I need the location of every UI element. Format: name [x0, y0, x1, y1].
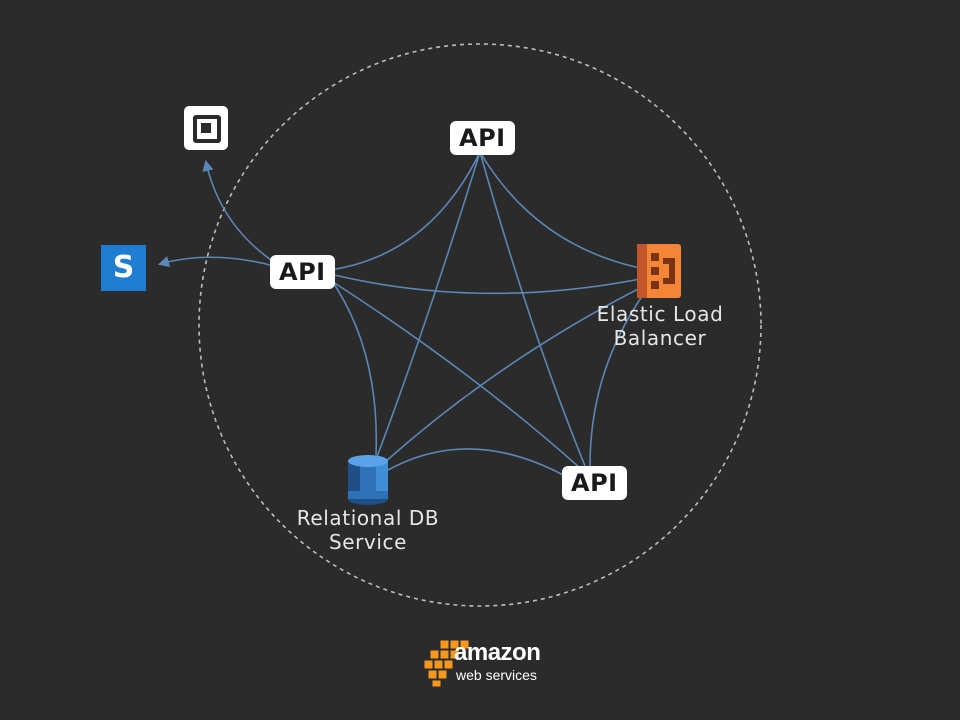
edge-elb-api-bottom [589, 291, 646, 467]
elastic-load-balancer-icon [637, 244, 681, 298]
edge-api-top-elb [479, 151, 641, 269]
api-node-top: API [450, 121, 515, 155]
edge-api-top-rds [374, 151, 481, 463]
square-logo-dot [201, 123, 211, 133]
edge-api-left-rds [329, 277, 378, 456]
elb-label-line1: Elastic Load [596, 302, 724, 326]
edge-api-left-api-bottom [329, 279, 581, 469]
database-icon [348, 455, 388, 505]
edge-elb-rds [384, 287, 641, 463]
edge-api-left-square [202, 159, 275, 263]
boundary-circle [198, 43, 762, 607]
rds-label-line2: Service [328, 530, 408, 554]
square-logo-icon [184, 106, 228, 150]
edge-api-left-s-app [157, 256, 271, 267]
edge-api-left-elb [329, 273, 641, 295]
aws-cubes-icon [423, 639, 470, 688]
edge-api-top-api-left [329, 151, 481, 271]
s-app-logo-icon: S [101, 245, 146, 291]
square-logo-ring [193, 115, 221, 143]
edge-api-top-api-bottom [479, 151, 586, 467]
aws-logo-word: amazon [454, 639, 541, 666]
elb-label-line2: Balancer [613, 326, 707, 350]
api-node-left: API [270, 255, 335, 289]
rds-label-line1: Relational DB [296, 506, 440, 530]
elb-label: Elastic Load Balancer [580, 302, 740, 350]
aws-logo-subtitle: web services [456, 667, 537, 683]
aws-logo: amazon web services [420, 638, 544, 692]
edge-rds-api-bottom [387, 448, 566, 477]
connection-edges [157, 151, 646, 477]
rds-label: Relational DB Service [276, 506, 460, 554]
api-node-bottom: API [562, 466, 627, 500]
